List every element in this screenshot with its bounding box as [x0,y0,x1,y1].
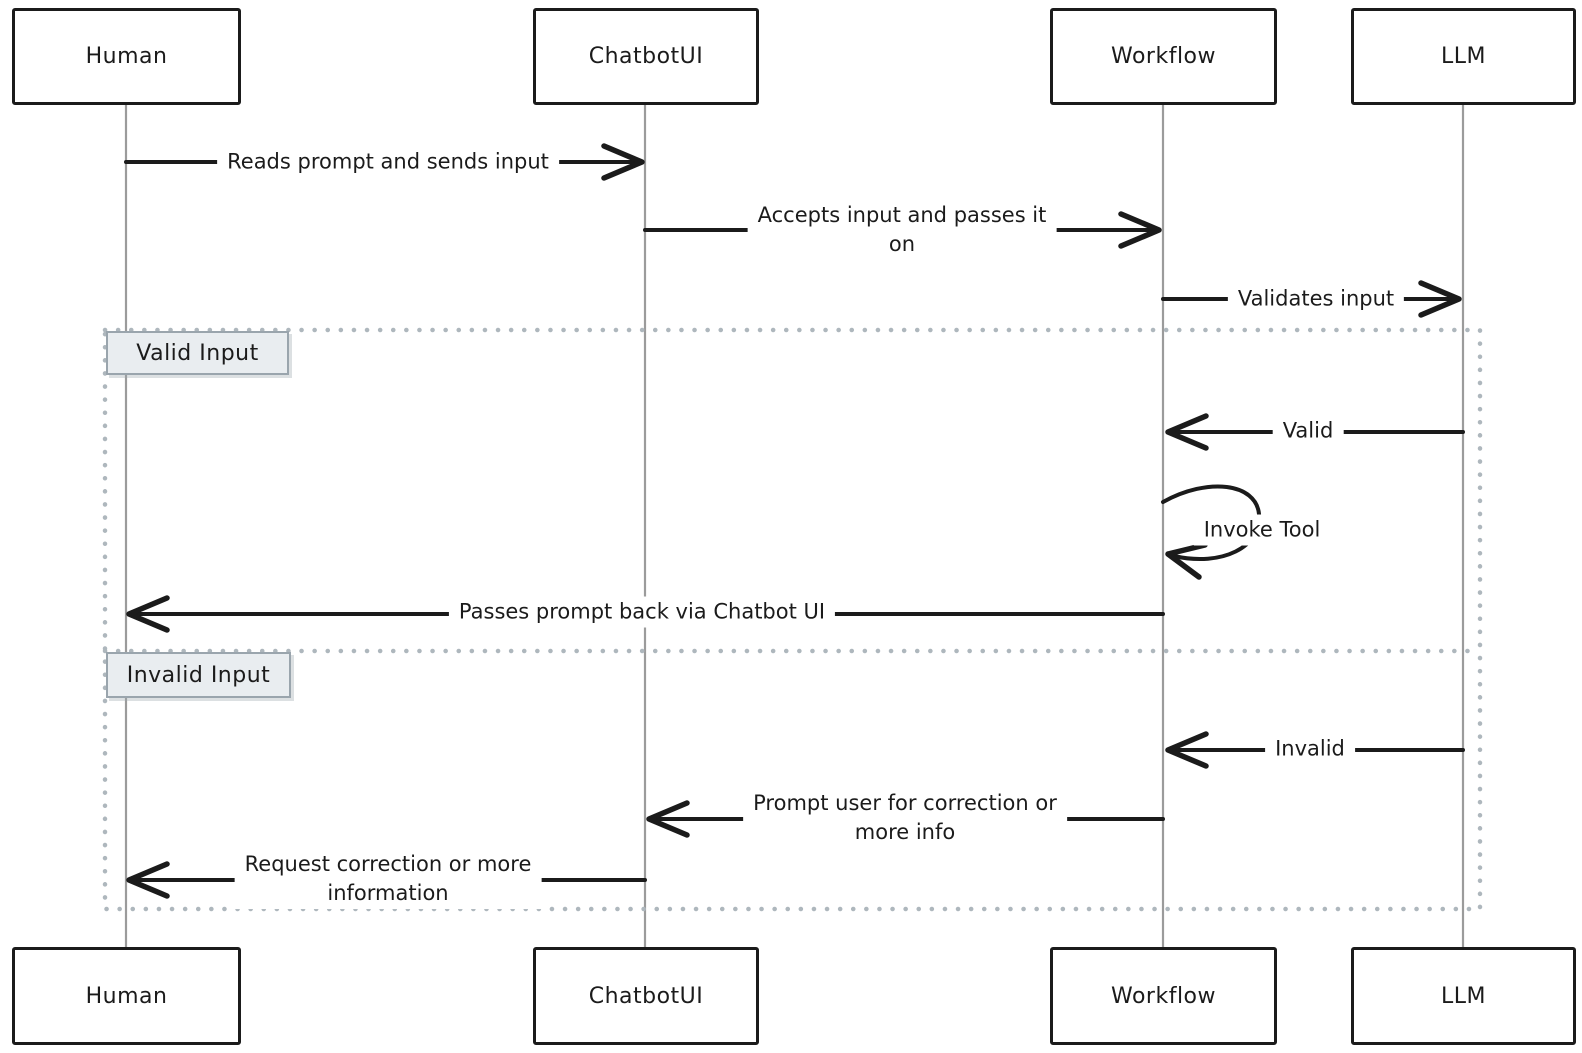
lifelines [124,105,1465,948]
message-label-accepts-input: Accepts input and passes it on [747,200,1057,260]
actor-label: LLM [1441,44,1486,69]
actor-llm-top: LLM [1351,8,1576,105]
message-label-invoke-tool: Invoke Tool [1193,514,1331,546]
message-label-request-correction: Request correction or more information [234,849,542,909]
actor-label: Workflow [1110,983,1217,1009]
actor-label: Workflow [1110,44,1217,69]
alt-frame [102,327,1483,912]
actor-human-top: Human [12,8,241,105]
actor-label: LLM [1441,983,1486,1009]
actor-workflow-top: Workflow [1050,8,1277,105]
actor-workflow-bottom: Workflow [1050,947,1277,1045]
message-label-passes-prompt-back: Passes prompt back via Chatbot UI [448,596,836,628]
message-label-reads-prompt: Reads prompt and sends input [217,146,559,178]
section-label-valid-input: Valid Input [106,331,289,375]
section-label-text: Valid Input [136,340,259,366]
section-label-text: Invalid Input [126,662,271,688]
actor-label: Human [85,44,168,69]
arrow-invoke-tool-loop [1161,484,1262,580]
section-label-invalid-input: Invalid Input [106,652,291,698]
actor-label: ChatbotUI [588,44,704,69]
actor-chatbotui-top: ChatbotUI [533,8,759,105]
actor-label: ChatbotUI [588,983,704,1009]
actor-human-bottom: Human [12,947,241,1045]
message-label-invalid: Invalid [1265,733,1355,765]
actor-label: Human [85,983,168,1009]
actor-llm-bottom: LLM [1351,947,1576,1045]
message-label-validates-input: Validates input [1227,283,1405,315]
alt-frame-border [102,327,1483,912]
message-label-prompt-user: Prompt user for correction or more info [743,788,1067,848]
actor-chatbotui-bottom: ChatbotUI [533,947,759,1045]
message-label-valid: Valid [1272,415,1344,447]
